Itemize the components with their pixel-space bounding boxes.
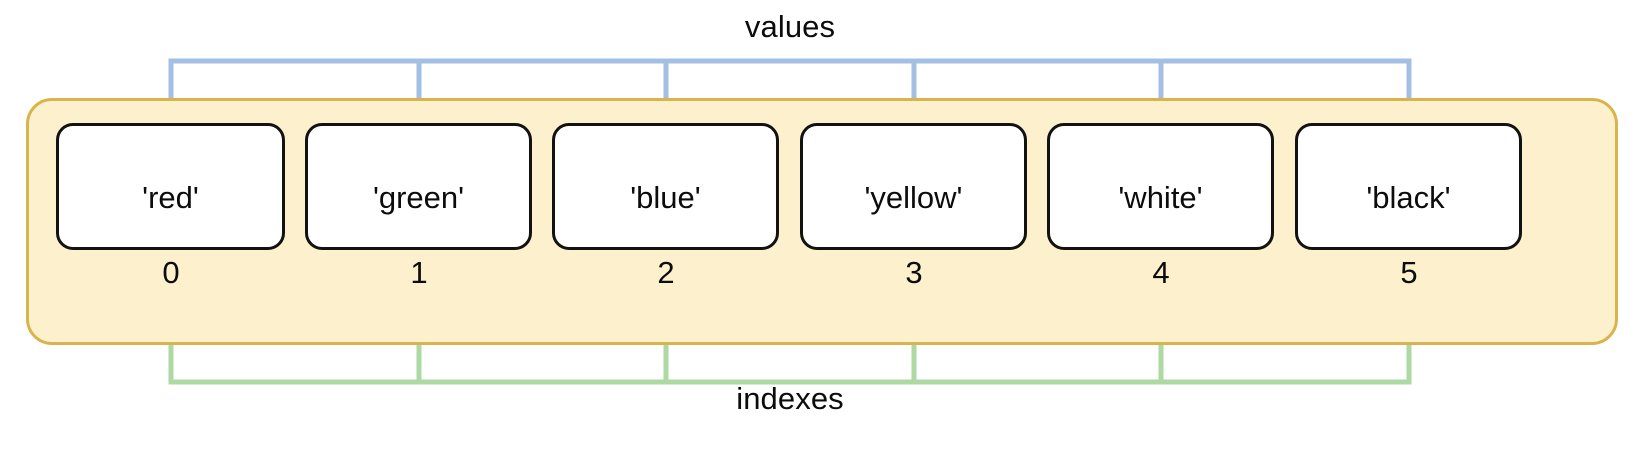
array-index-label: 4 bbox=[1152, 255, 1170, 290]
array-cell-value: 'green' bbox=[372, 180, 465, 215]
array-cell: 'white' bbox=[1047, 123, 1274, 250]
array-index-label: 3 bbox=[905, 255, 923, 290]
array-cell: 'black' bbox=[1295, 123, 1522, 250]
array-cell: 'red' bbox=[56, 123, 285, 250]
array-cell-value: 'blue' bbox=[630, 180, 701, 215]
array-cell: 'green' bbox=[305, 123, 532, 250]
indexes-label: indexes bbox=[736, 381, 844, 416]
array-index-label: 2 bbox=[657, 255, 675, 290]
array-cell: 'blue' bbox=[552, 123, 779, 250]
array-cell-value: 'black' bbox=[1366, 180, 1451, 215]
array-cell-value: 'white' bbox=[1118, 180, 1203, 215]
array-cell: 'yellow' bbox=[800, 123, 1027, 250]
array-index-label: 1 bbox=[410, 255, 428, 290]
values-label: values bbox=[744, 9, 836, 44]
array-cell-value: 'yellow' bbox=[864, 180, 963, 215]
array-index-label: 0 bbox=[162, 255, 180, 290]
array-cell-value: 'red' bbox=[142, 180, 199, 215]
array-index-label: 5 bbox=[1400, 255, 1418, 290]
